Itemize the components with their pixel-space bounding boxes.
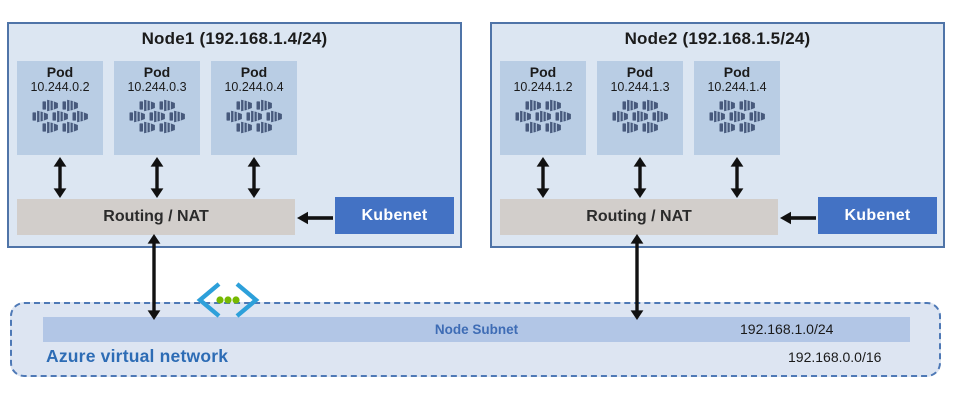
node1-box: Node1 (192.168.1.4/24) Pod 10.244.0.2 Po… <box>7 22 462 248</box>
pod-box: Pod 10.244.0.2 <box>17 61 103 155</box>
pod-label: Pod <box>626 64 654 80</box>
pod-label: Pod <box>529 64 557 80</box>
pod-box: Pod 10.244.0.4 <box>211 61 297 155</box>
virtual-network-icon <box>196 282 260 318</box>
pod-router-arrow <box>150 157 164 198</box>
pod-router-arrow <box>536 157 550 198</box>
pod-box: Pod 10.244.1.4 <box>694 61 780 155</box>
node2-box: Node2 (192.168.1.5/24) Pod 10.244.1.2 Po… <box>490 22 945 248</box>
routing-nat-box: Routing / NAT <box>500 199 778 235</box>
azure-vnet-cidr: 192.168.0.0/16 <box>788 349 882 365</box>
pod-router-arrow <box>247 157 261 198</box>
node-subnet-band: Node Subnet <box>43 317 910 342</box>
router-subnet-arrow <box>147 234 161 320</box>
container-icons <box>514 99 572 134</box>
container-icons <box>31 99 89 134</box>
pod-label: Pod <box>46 64 74 80</box>
pod-label: Pod <box>143 64 171 80</box>
kubenet-router-arrow <box>297 211 333 225</box>
node1-title: Node1 (192.168.1.4/24) <box>141 29 328 48</box>
container-icons <box>611 99 669 134</box>
pod-router-arrow <box>53 157 67 198</box>
node-subnet-label: Node Subnet <box>434 322 519 337</box>
container-icons <box>225 99 283 134</box>
pod-box: Pod 10.244.1.2 <box>500 61 586 155</box>
pod-label: Pod <box>723 64 751 80</box>
routing-nat-box: Routing / NAT <box>17 199 295 235</box>
router-subnet-arrow <box>630 234 644 320</box>
kubenet-box: Kubenet <box>818 197 937 234</box>
azure-vnet-label: Azure virtual network <box>46 346 229 366</box>
node2-title: Node2 (192.168.1.5/24) <box>624 29 811 48</box>
pod-ip: 10.244.1.3 <box>610 80 670 94</box>
pod-router-arrow <box>633 157 647 198</box>
pod-ip: 10.244.0.3 <box>127 80 187 94</box>
container-icons <box>708 99 766 134</box>
kubenet-router-arrow <box>780 211 816 225</box>
pod-ip: 10.244.0.4 <box>224 80 284 94</box>
node-subnet-cidr: 192.168.1.0/24 <box>740 321 834 337</box>
kubenet-box: Kubenet <box>335 197 454 234</box>
container-icons <box>128 99 186 134</box>
pod-ip: 10.244.1.2 <box>513 80 573 94</box>
pod-label: Pod <box>240 64 268 80</box>
pod-router-arrow <box>730 157 744 198</box>
pod-box: Pod 10.244.1.3 <box>597 61 683 155</box>
pod-ip: 10.244.1.4 <box>707 80 767 94</box>
pod-ip: 10.244.0.2 <box>30 80 90 94</box>
pod-box: Pod 10.244.0.3 <box>114 61 200 155</box>
